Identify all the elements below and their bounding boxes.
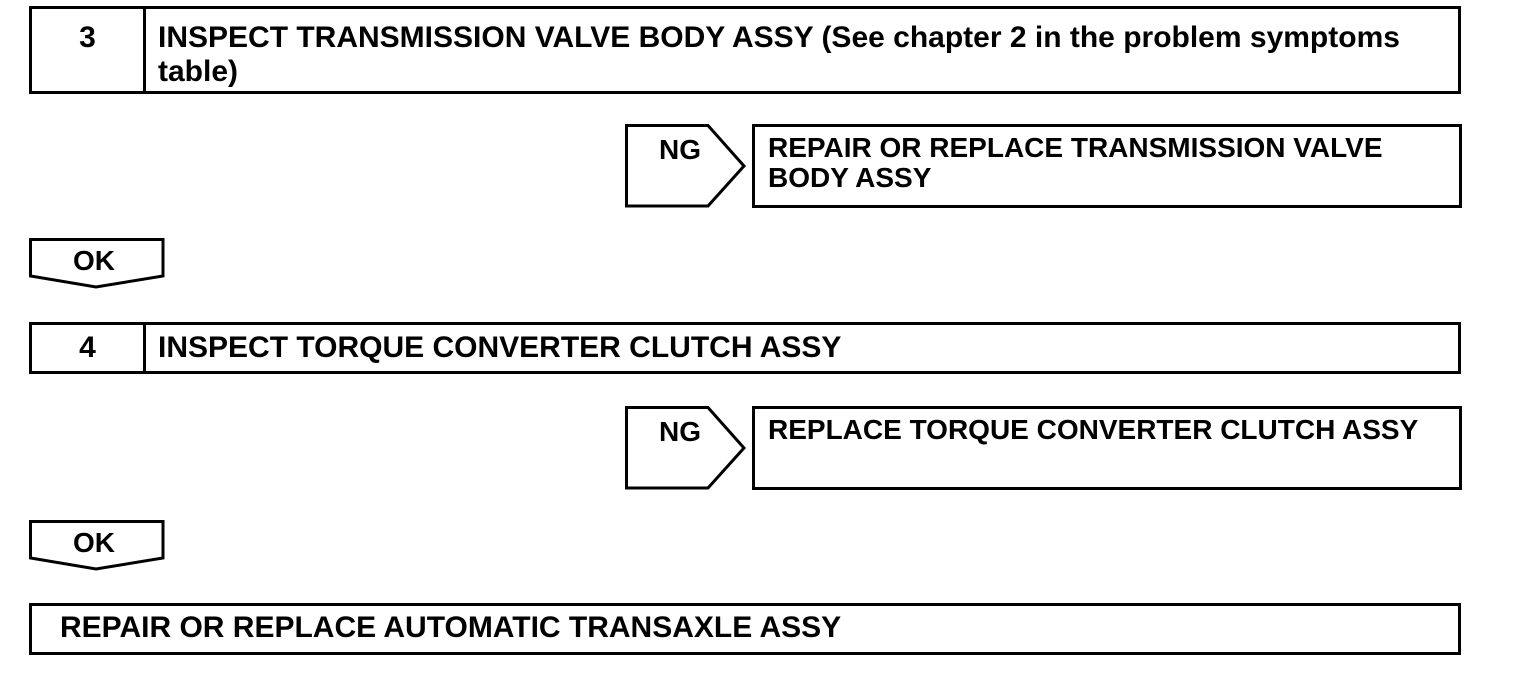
step-3-ng-action: REPAIR OR REPLACE TRANSMISSION VALVE BOD… [752, 124, 1462, 208]
step-3-ok-label: OK [73, 245, 115, 276]
step-4-ok-tag [29, 520, 165, 571]
step-4-ng-arrow [625, 406, 747, 490]
step-3-ok-tag [29, 238, 165, 289]
step-3-ng-label: NG [659, 134, 701, 165]
step-4-ng-action: REPLACE TORQUE CONVERTER CLUTCH ASSY [752, 406, 1462, 490]
step-3-number: 3 [32, 9, 146, 91]
step-4-ng-label: NG [659, 416, 701, 447]
step-4-title: INSPECT TORQUE CONVERTER CLUTCH ASSY [158, 331, 842, 364]
step-3-box: 3 INSPECT TRANSMISSION VALVE BODY ASSY (… [29, 6, 1461, 94]
final-action-box: REPAIR OR REPLACE AUTOMATIC TRANSAXLE AS… [29, 603, 1461, 655]
step-3-ng-arrow [625, 124, 747, 208]
step-3-title: INSPECT TRANSMISSION VALVE BODY ASSY (Se… [158, 21, 1400, 88]
step-4-box: 4 INSPECT TORQUE CONVERTER CLUTCH ASSY [29, 322, 1461, 374]
step-4-ok-label: OK [73, 527, 115, 558]
step-4-number: 4 [32, 325, 146, 371]
